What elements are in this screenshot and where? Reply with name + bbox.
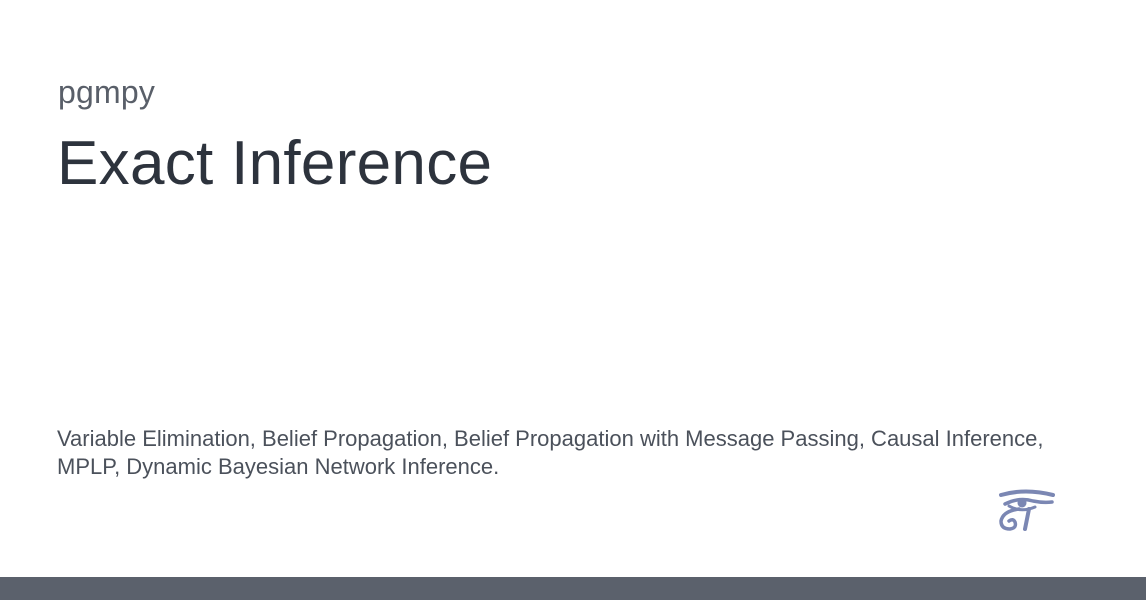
site-name: pgmpy bbox=[58, 74, 156, 110]
page-description: Variable Elimination, Belief Propagation… bbox=[57, 426, 1044, 479]
footer-bar bbox=[0, 577, 1146, 600]
page-title: Exact Inference bbox=[57, 129, 493, 198]
eye-of-horus-icon bbox=[999, 489, 1055, 531]
